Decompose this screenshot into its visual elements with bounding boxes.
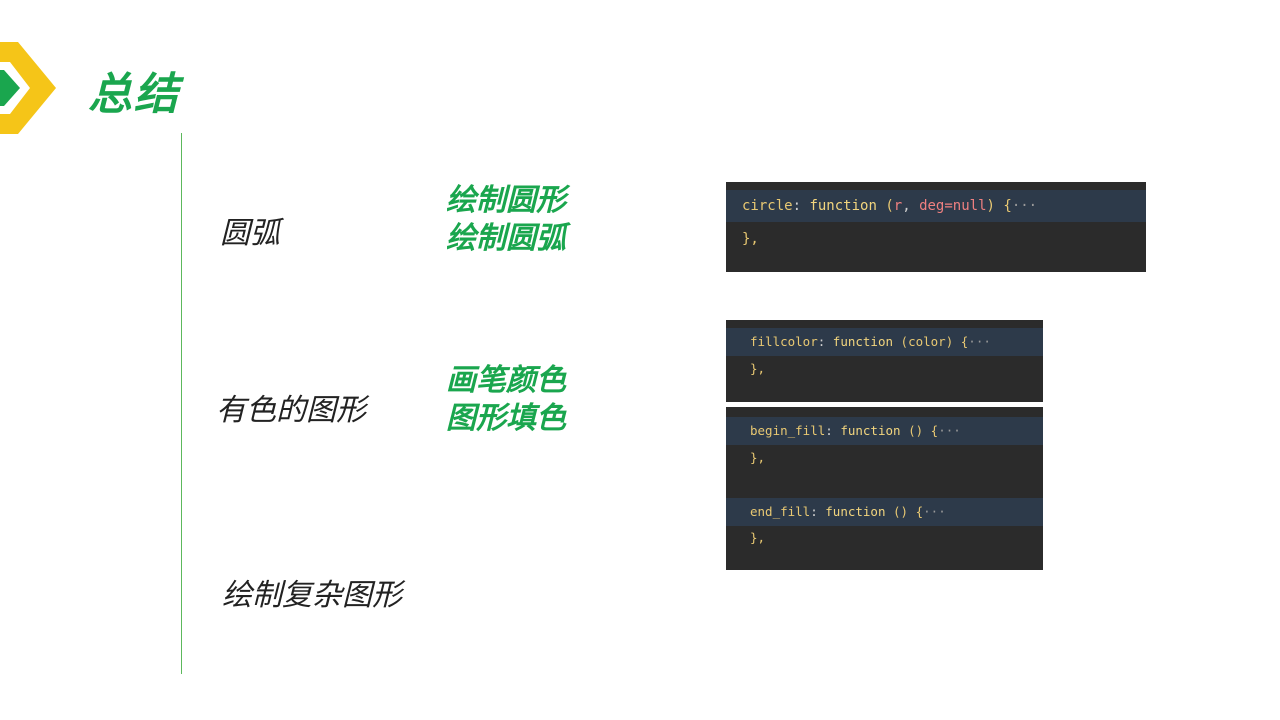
code-paren-close: )	[986, 198, 995, 214]
code-keyword: function	[809, 198, 877, 214]
code-brace-open: {	[930, 423, 939, 438]
code-comma: ,	[902, 198, 911, 214]
code-line-closing: },	[726, 447, 1043, 469]
code-snippet-fill: begin_fill: function () {··· }, end_fill…	[726, 407, 1043, 570]
code-closing: },	[750, 530, 766, 545]
code-params: ()	[893, 504, 909, 519]
fold-ellipsis-icon[interactable]: ···	[968, 334, 991, 349]
code-keyword: function	[825, 504, 886, 519]
code-params: ()	[908, 423, 924, 438]
keyword-pen-color: 画笔颜色	[446, 363, 566, 398]
code-brace-open: {	[960, 334, 969, 349]
keywords-color: 画笔颜色 图形填色	[446, 362, 566, 438]
code-line-circle-signature: circle: function (r, deg=null) {···	[726, 190, 1146, 222]
code-snippet-fillcolor: fillcolor: function (color) {··· },	[726, 320, 1043, 402]
code-keyword: function	[832, 334, 894, 349]
code-line-begin-fill-signature: begin_fill: function () {···	[726, 417, 1043, 445]
code-line-closing: },	[726, 527, 1043, 549]
fold-ellipsis-icon[interactable]: ···	[923, 504, 946, 519]
code-paren-open: (	[885, 198, 894, 214]
code-identifier: circle	[742, 198, 793, 214]
code-closing: },	[742, 231, 759, 247]
code-line-closing: },	[726, 226, 1146, 252]
code-brace-open: {	[1003, 198, 1012, 214]
code-colon: :	[817, 334, 826, 349]
topic-complex-shapes: 绘制复杂图形	[222, 578, 402, 613]
chevron-arrow-icon	[0, 42, 56, 134]
page-title: 总结	[88, 69, 180, 120]
keyword-draw-arc: 绘制圆弧	[446, 221, 566, 256]
code-identifier: fillcolor	[750, 334, 818, 349]
code-param: r	[893, 198, 903, 214]
code-params: (color)	[900, 334, 954, 349]
code-brace-open: {	[915, 504, 924, 519]
fold-ellipsis-icon[interactable]: ···	[938, 423, 961, 438]
code-colon: :	[810, 504, 818, 519]
code-colon: :	[825, 423, 833, 438]
topic-arc: 圆弧	[220, 216, 280, 251]
code-line-fillcolor-signature: fillcolor: function (color) {···	[726, 328, 1043, 356]
code-line-closing: },	[726, 358, 1043, 380]
keyword-draw-circle: 绘制圆形	[446, 183, 566, 218]
code-identifier: end_fill	[750, 504, 811, 519]
code-keyword: function	[840, 423, 901, 438]
code-closing: },	[750, 361, 766, 376]
code-line-end-fill-signature: end_fill: function () {···	[726, 498, 1043, 526]
code-colon: :	[792, 198, 802, 214]
code-identifier: begin_fill	[750, 423, 826, 438]
keywords-arc: 绘制圆形 绘制圆弧	[446, 182, 566, 258]
code-param: deg=null	[919, 198, 987, 214]
code-snippet-circle: circle: function (r, deg=null) {··· },	[726, 182, 1146, 272]
topic-colored-shapes: 有色的图形	[216, 393, 366, 428]
code-closing: },	[750, 450, 766, 465]
fold-ellipsis-icon[interactable]: ···	[1011, 198, 1038, 214]
keyword-fill-color: 图形填色	[446, 401, 566, 436]
vertical-divider	[181, 133, 182, 674]
